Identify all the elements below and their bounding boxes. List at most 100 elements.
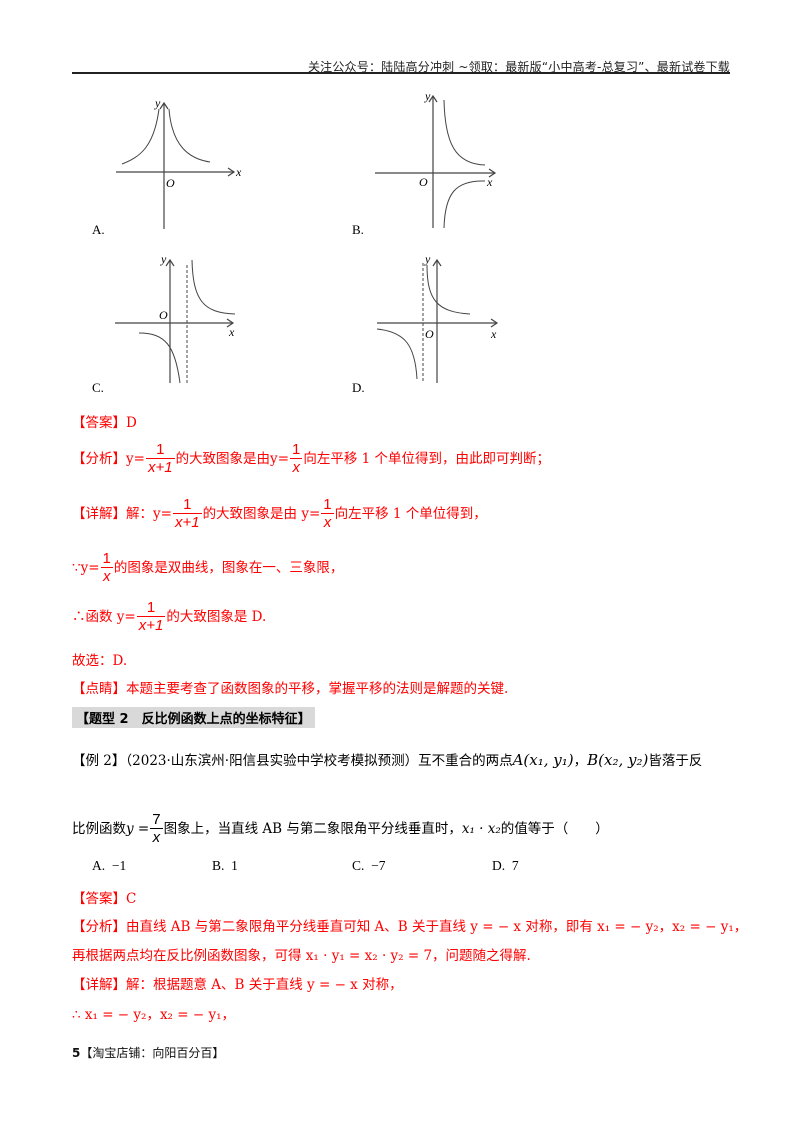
example-tag: 【例 2】	[72, 753, 126, 769]
stem-end: 的值等于（ ）	[500, 821, 609, 837]
frac-den: x	[102, 568, 111, 585]
page-header-text: 关注公众号：陆陆高分冲刺 ~领取：最新版“小中高考-总复习”、最新试卷下载	[307, 60, 730, 74]
svg-text:y: y	[424, 89, 431, 103]
ex1-comment: 【点睛】本题主要考查了函数图象的平移，掌握平移的法则是解题的关键.	[72, 679, 508, 699]
svg-text:x: x	[490, 327, 497, 341]
separator: ，	[573, 753, 588, 769]
graph-c: x y O	[115, 252, 245, 389]
svg-text:O: O	[166, 176, 175, 190]
header-rule	[72, 72, 730, 74]
option-value: 7	[511, 858, 519, 873]
ex2-detail-line1: 【详解】解：根据题意 A、B 关于直线 y = − x 对称，	[72, 975, 403, 995]
svg-text:O: O	[425, 327, 434, 341]
ex2-analysis-line1: 【分析】由直线 AB 与第二象限角平分线垂直可知 A、B 关于直线 y = − …	[72, 917, 747, 937]
therefore-post: 的大致图象是 D.	[166, 609, 267, 625]
analysis-mid: 的大致图象是由y=	[175, 451, 290, 467]
frac-num: 1	[321, 496, 334, 514]
svg-text:O: O	[159, 308, 168, 322]
because-post: 的图象是双曲线，图象在一、三象限，	[113, 560, 344, 576]
frac-den: x	[292, 459, 300, 476]
page-number: 5	[72, 1046, 81, 1060]
answer-tag: 【答案】	[72, 891, 126, 907]
frac-num: 7	[150, 811, 163, 829]
graph-d-label: D.	[352, 380, 365, 395]
detail-pre: 解：y=	[126, 506, 172, 522]
stem-line2-pre: 比例函数	[72, 821, 126, 837]
detail-mid: 的大致图象是由 y=	[202, 506, 321, 522]
svg-text:y: y	[424, 255, 431, 266]
ex2-answer: 【答案】C	[72, 889, 136, 909]
frac-num: 1	[290, 441, 303, 459]
svg-text:y: y	[160, 255, 167, 266]
graph-a-label: A.	[92, 222, 105, 237]
option-label: D.	[492, 858, 506, 873]
comment-text: 本题主要考查了函数图象的平移，掌握平移的法则是解题的关键.	[126, 681, 509, 697]
option-value: −7	[371, 858, 386, 873]
frac-den: x	[152, 829, 161, 846]
answer-value: D	[126, 415, 137, 431]
analysis-pre: y=	[126, 451, 145, 467]
ex2-detail-line2: ∴ x₁ = − y₂，x₂ = − y₁，	[72, 1007, 236, 1023]
ex2-option-b[interactable]: B. 1	[212, 858, 238, 874]
answer-tag: 【答案】	[72, 415, 126, 431]
product-expr: x₁ · x₂	[461, 821, 501, 837]
frac-num: 1	[172, 497, 202, 514]
option-label: B.	[212, 858, 225, 873]
graph-b: x y O	[375, 88, 505, 232]
svg-text:O: O	[419, 175, 428, 189]
frac-den: x+1	[174, 514, 200, 531]
ex1-answer: 【答案】D	[72, 413, 137, 433]
frac-den: x+1	[147, 459, 173, 476]
option-value: 1	[231, 858, 238, 873]
option-label: C.	[352, 858, 365, 873]
point-b: B(x₂, y₂)	[587, 751, 649, 769]
ex1-choice: 故选：D.	[72, 653, 128, 669]
point-a: A(x₁, y₁)	[512, 751, 574, 769]
svg-text:x: x	[486, 175, 493, 189]
stem-part2: 皆落于反	[648, 753, 703, 769]
comment-tag: 【点睛】	[72, 681, 126, 697]
detail-text: 解：根据题意 A、B 关于直线 y = − x 对称，	[126, 977, 403, 993]
stem-line2-post: 图象上，当直线 AB 与第二象限角平分线垂直时，	[163, 821, 462, 837]
detail-tag: 【详解】	[72, 506, 126, 522]
option-value: −1	[111, 858, 127, 873]
ex2-analysis-line2: 再根据两点均在反比例函数图象，可得 x₁ · y₁ = x₂ · y₂ = 7，…	[72, 948, 531, 964]
example-source: （2023·山东滨州·阳信县实验中学校考模拟预测）	[125, 753, 419, 769]
footer-text: 【淘宝店铺：向阳百分百】	[80, 1046, 225, 1060]
ex2-option-d[interactable]: D. 7	[492, 858, 519, 874]
svg-text:x: x	[228, 325, 235, 339]
ex2-option-c[interactable]: C. −7	[352, 858, 386, 874]
ex2-stem-line1: 【例 2】（2023·山东滨州·阳信县实验中学校考模拟预测）互不重合的两点A(x…	[72, 750, 702, 771]
page-footer: 5【淘宝店铺：向阳百分百】	[72, 1044, 224, 1061]
func-y: y =	[126, 821, 150, 837]
frac-num: 1	[136, 600, 166, 617]
analysis-text: 由直线 AB 与第二象限角平分线垂直可知 A、B 关于直线 y = − x 对称…	[126, 919, 748, 935]
ex2-option-a[interactable]: A. −1	[92, 858, 126, 874]
graph-c-label: C.	[92, 380, 104, 395]
therefore-pre: ∴函数 y=	[72, 609, 136, 625]
svg-text:x: x	[235, 165, 242, 179]
detail-tag: 【详解】	[72, 977, 126, 993]
frac-den: x+1	[138, 617, 164, 634]
graph-a-svg: x y O	[116, 96, 242, 229]
because-pre: ∵y=	[72, 560, 100, 576]
detail-post: 向左平移 1 个单位得到，	[334, 506, 487, 522]
analysis-tag: 【分析】	[72, 919, 126, 935]
graph-c-svg: x y O	[115, 252, 236, 384]
graph-d: x y O	[375, 252, 505, 389]
graph-b-svg: x y O	[375, 89, 497, 229]
graph-b-label: B.	[352, 222, 364, 237]
option-label: A.	[92, 858, 106, 873]
frac-num: 1	[145, 442, 175, 459]
